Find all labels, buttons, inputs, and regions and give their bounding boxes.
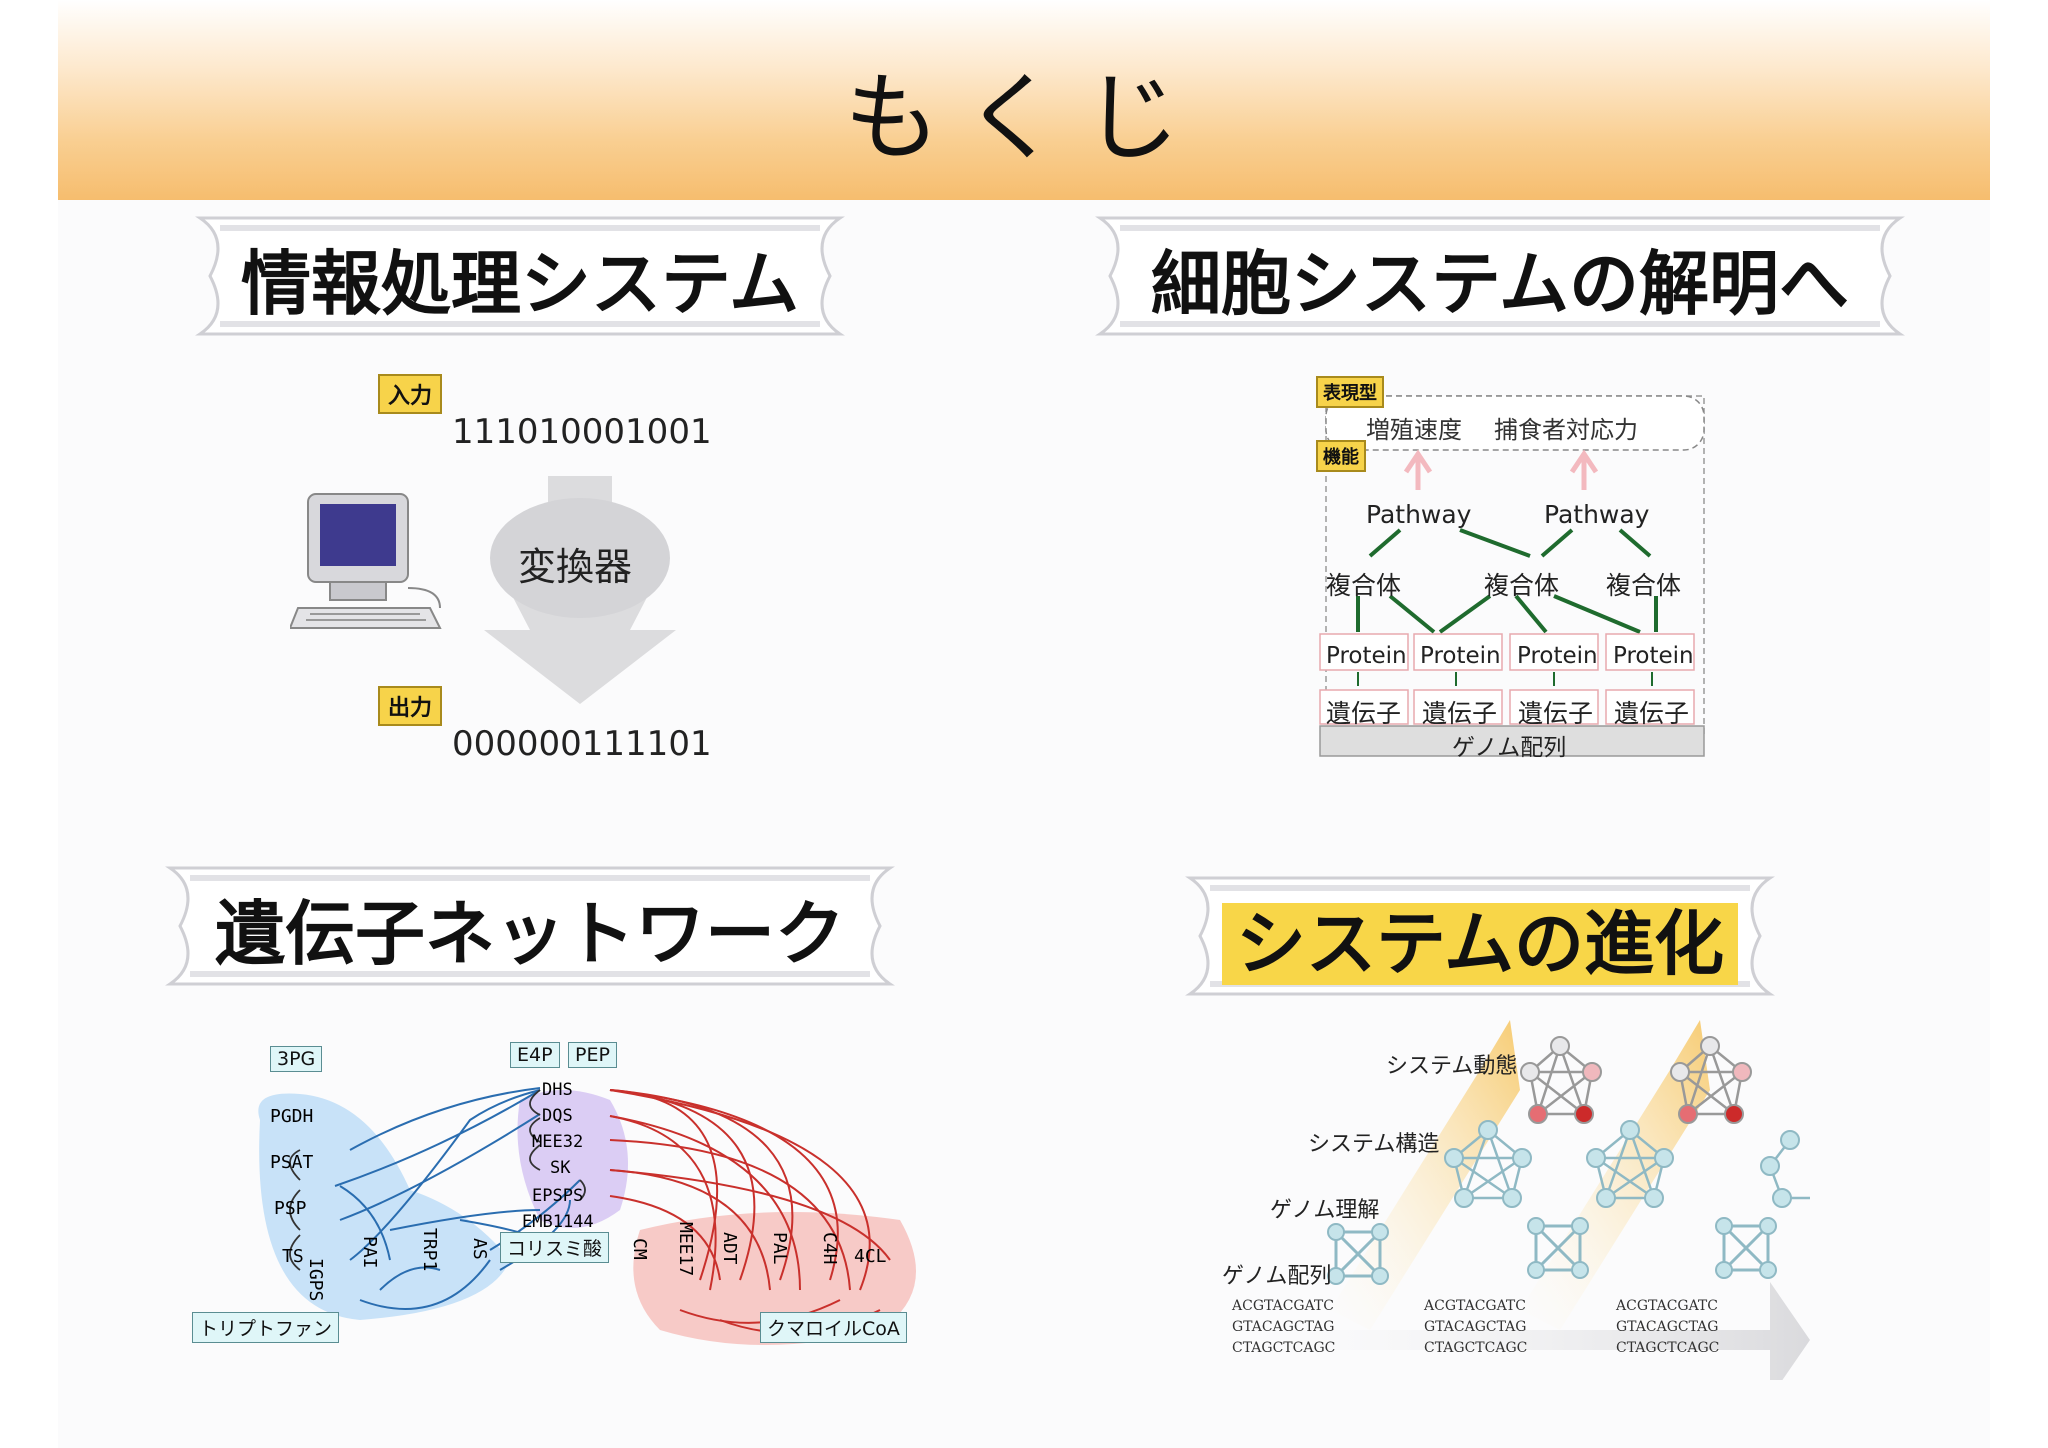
node-pai: PAI [359,1236,380,1269]
input-label: 入力 [378,374,443,414]
box-e4p: E4P [510,1042,560,1068]
section-title-3: 遺伝子ネットワーク [215,893,845,975]
sequence-line: GTACAGCTAG [1424,1319,1527,1335]
function-label: 機能 [1316,440,1366,472]
node-trp1: TRP1 [419,1228,440,1272]
node-epsps: EPSPS [532,1186,584,1206]
page-title: もくじ [844,62,1204,174]
phenotype-label: 表現型 [1316,376,1384,408]
protein-4: Protein [1613,643,1694,669]
complex-2: 複合体 [1484,571,1560,600]
banner-scroll-1 [195,216,845,336]
node-pal: PAL [769,1232,790,1265]
node-mee32: MEE32 [532,1132,584,1152]
section-title-2: 細胞システムの解明へ [1151,243,1849,325]
gene-network-diagram [258,1087,916,1345]
box-pep: PEP [568,1042,617,1068]
section-banner-2: 細胞システムの解明へ [1070,198,1930,353]
label-system-dynamics: システム動態 [1386,1054,1518,1079]
highlighted-title: システムの進化 [1222,903,1738,985]
node-pgdh: PGDH [270,1106,314,1127]
sequence-line: CTAGCTCAGC [1424,1340,1528,1356]
sequence-line: ACGTACGATC [1232,1298,1334,1314]
sequence-line: CTAGCTCAGC [1616,1340,1720,1356]
cell-hierarchy-diagram [1319,395,1705,757]
node-igps: IGPS [305,1258,326,1302]
input-value: 111010001001 [452,412,712,452]
box-chorismate: コリスミ酸 [500,1232,610,1263]
section-title-1: 情報処理システム [241,243,799,325]
banner-scroll-3 [165,866,895,986]
pathway-1: Pathway [1366,500,1472,529]
node-dhs: DHS [542,1080,573,1100]
genome-sequence-label: ゲノム配列 [1452,735,1567,761]
node-as: AS [469,1238,490,1260]
node-mee17: MEE17 [675,1222,696,1277]
section-banner-1: 情報処理システム [170,198,870,353]
sequence-line: CTAGCTCAGC [1232,1340,1336,1356]
sequence-line: ACGTACGATC [1424,1298,1526,1314]
gene-3: 遺伝子 [1518,699,1594,728]
phenotype-predator: 捕食者対応力 [1494,416,1638,444]
box-3pg: 3PG [270,1046,323,1072]
node-emb1144: EMB1144 [522,1212,594,1232]
pathway-2: Pathway [1544,500,1650,529]
protein-1: Protein [1326,643,1407,669]
header-band: もくじ [58,0,1990,200]
label-genome-understanding: ゲノム理解 [1270,1198,1380,1223]
protein-2: Protein [1420,643,1501,669]
sequence-block-1: ACGTACGATC GTACAGCTAG CTAGCTCAGC [1232,1296,1335,1359]
sequence-line: GTACAGCTAG [1232,1319,1335,1335]
node-cm: CM [629,1238,650,1260]
gene-4: 遺伝子 [1614,699,1690,728]
complex-1: 複合体 [1326,571,1402,600]
output-label: 出力 [378,686,443,726]
label-genome-sequence: ゲノム配列 [1222,1264,1332,1289]
box-tryptophan: トリプトファン [192,1312,340,1343]
computer-icon [290,493,442,629]
sequence-block-3: ACGTACGATC GTACAGCTAG CTAGCTCAGC [1616,1296,1719,1359]
box-coumaroyl-coa: クマロイルCoA [760,1312,907,1343]
banner-scroll-2 [1095,216,1905,336]
node-sk: SK [550,1158,571,1178]
node-psp: PSP [274,1198,307,1219]
sequence-line: ACGTACGATC [1616,1298,1718,1314]
complex-3: 複合体 [1606,571,1682,600]
converter-label: 変換器 [518,545,633,589]
output-value: 000000111101 [452,724,712,764]
phenotype-growth: 増殖速度 [1366,416,1462,444]
converter-arrow-icon [484,476,676,704]
node-4cl: 4CL [854,1246,887,1267]
node-dqs: DQS [542,1106,573,1126]
evolution-diagram [1240,1020,1810,1380]
section-banner-3: 遺伝子ネットワーク [140,848,920,1003]
protein-3: Protein [1517,643,1598,669]
node-adt: ADT [719,1232,740,1265]
gene-2: 遺伝子 [1422,699,1498,728]
node-c4h: C4H [819,1232,840,1265]
gene-1: 遺伝子 [1326,699,1402,728]
sequence-block-2: ACGTACGATC GTACAGCTAG CTAGCTCAGC [1424,1296,1527,1359]
label-system-structure: システム構造 [1308,1132,1440,1157]
sequence-line: GTACAGCTAG [1616,1319,1719,1335]
node-psat: PSAT [270,1152,314,1173]
section-banner-4: システムの進化 [1160,858,1800,1013]
section-title-4: システムの進化 [1160,888,1800,989]
node-ts: TS [282,1246,304,1267]
